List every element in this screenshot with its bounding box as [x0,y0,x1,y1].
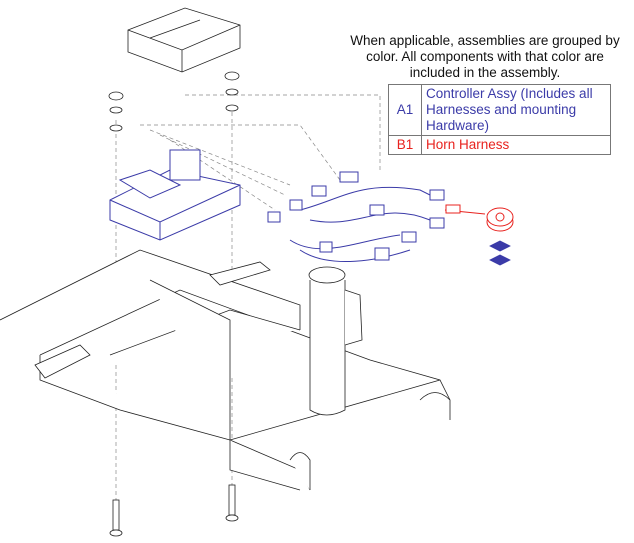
controller [109,149,241,241]
mounting-hardware [108,71,240,132]
assembly-legend: A1 Controller Assy (Includes all Harness… [388,84,611,155]
controller-cover [127,7,241,73]
legend-code: B1 [388,135,422,155]
legend-code: A1 [388,84,422,136]
legend-description: Controller Assy (Includes all Harnesses … [421,84,611,136]
assembly-color-note: When applicable, assemblies are grouped … [350,33,620,80]
frame [0,249,451,491]
legend-row: B1 Horn Harness [388,135,611,155]
bolts [109,484,239,537]
legend-description: Horn Harness [421,135,611,155]
horn-harness [444,204,514,232]
wiring-harness [267,171,445,262]
legend-row: A1 Controller Assy (Includes all Harness… [388,84,611,136]
horn-fasteners [489,240,511,266]
